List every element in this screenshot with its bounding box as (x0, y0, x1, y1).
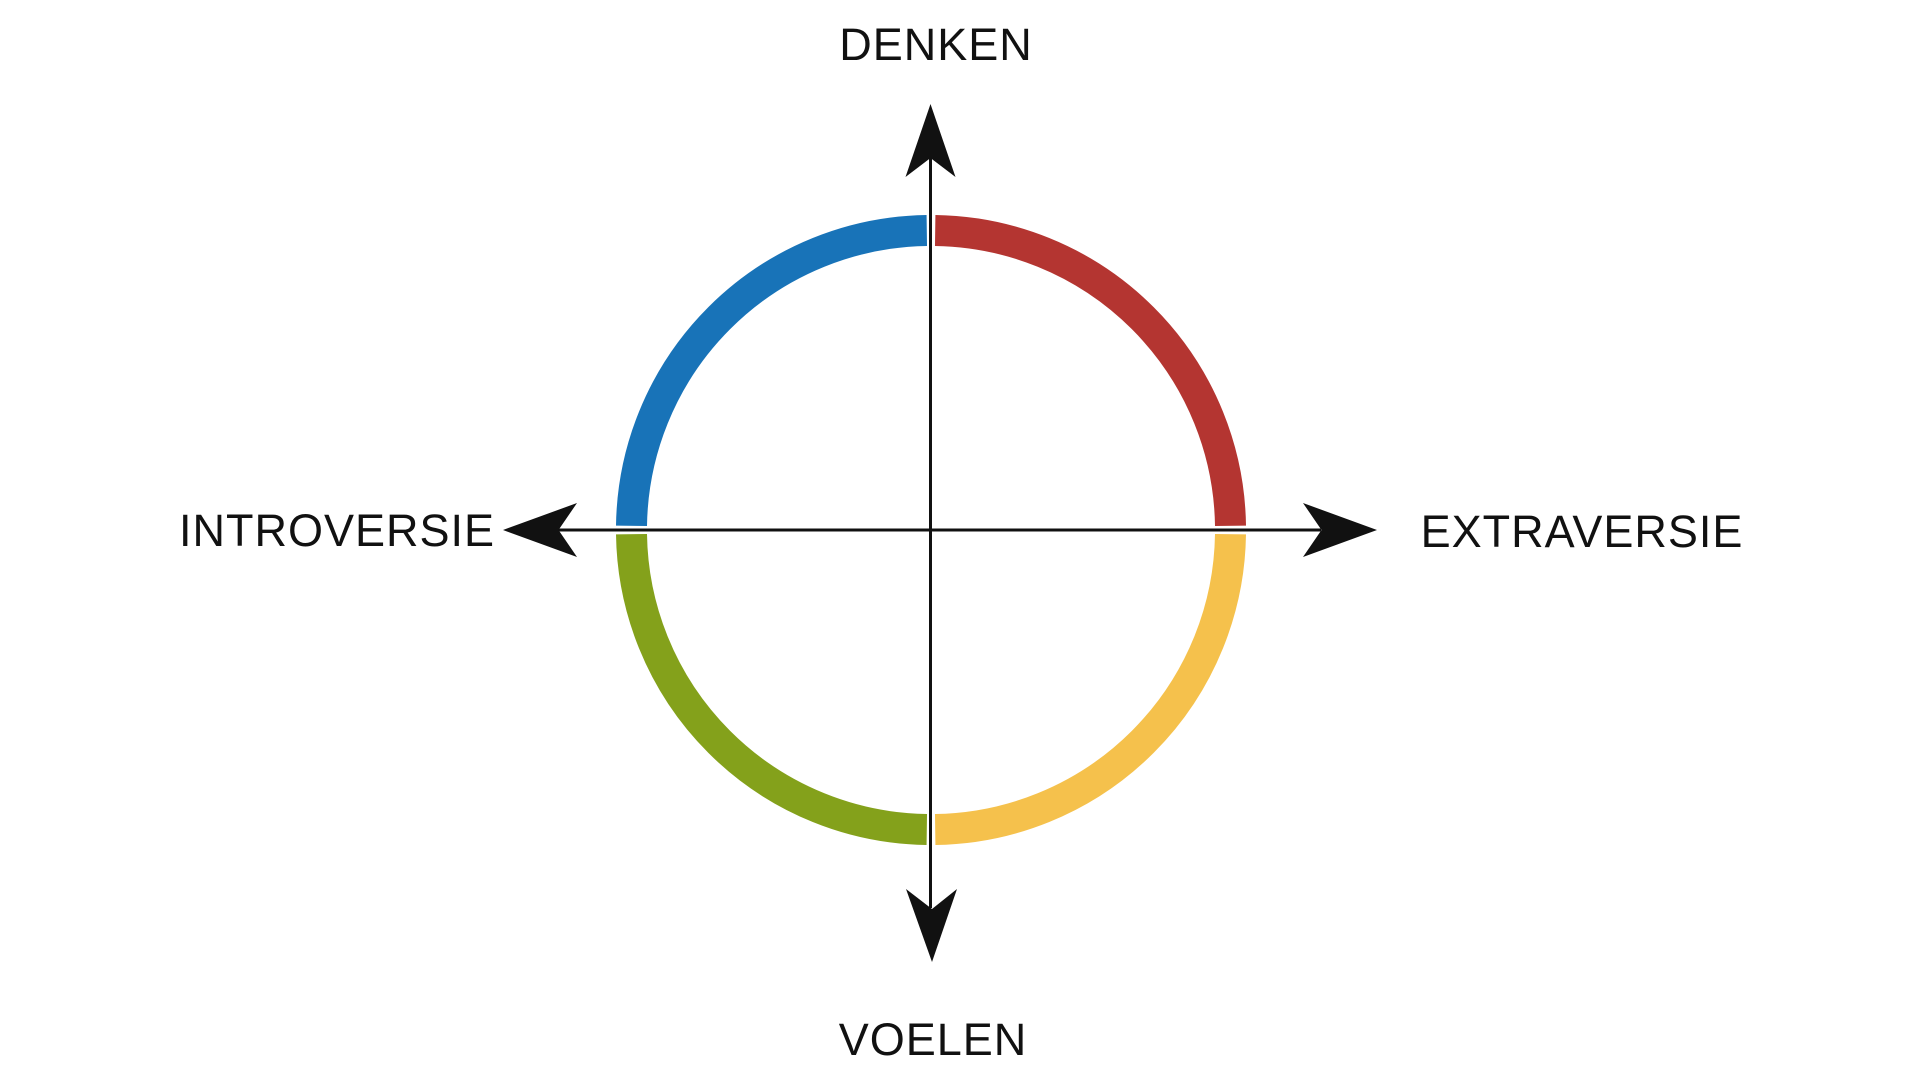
axis-label-voelen: VOELEN (838, 1014, 1028, 1065)
arrow-up-icon (905, 104, 956, 177)
arc-top-right-red (934, 215, 1246, 527)
arc-bottom-right-yellow (934, 533, 1246, 845)
axis-label-extraversie: EXTRAVERSIE (1420, 506, 1744, 557)
arrow-down-icon (906, 889, 957, 962)
axis-label-denken: DENKEN (839, 19, 1033, 70)
axis-label-introversie: INTROVERSIE (178, 505, 496, 556)
arc-top-left-blue (616, 215, 928, 527)
arc-bottom-left-green (616, 533, 928, 845)
arrow-left-icon (503, 503, 577, 557)
arrow-right-icon (1303, 503, 1377, 557)
